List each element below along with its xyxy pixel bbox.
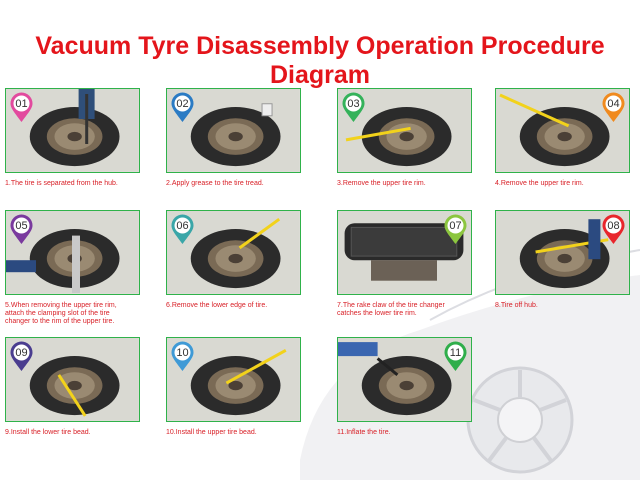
step-09: 09 9.Install the lower tire bead. — [5, 337, 140, 457]
step-number: 08 — [607, 220, 620, 232]
step-01: 01 1.The tire is separated from the hub. — [5, 88, 140, 208]
step-06: 06 6.Remove the lower edge of tire. — [166, 210, 301, 330]
step-caption: 6.Remove the lower edge of tire. — [166, 302, 268, 309]
step-number: 07 — [449, 220, 462, 232]
step-number: 05 — [15, 220, 28, 232]
step-number: 03 — [347, 98, 360, 110]
step-07: 07 7.The rake claw of the tire changer ca… — [337, 210, 472, 330]
step-03: 03 3.Remove the upper tire rim. — [337, 88, 472, 208]
step-caption: 1.The tire is separated from the hub. — [5, 180, 118, 187]
step-10: 10 10.Install the upper tire bead. — [166, 337, 301, 457]
step-caption: 7.The rake claw of the tire changer catc… — [337, 302, 445, 317]
step-photo — [166, 210, 301, 295]
step-number: 02 — [176, 98, 189, 110]
step-number-marker-icon: 04 — [601, 92, 626, 123]
step-caption: 2.Apply grease to the tire tread. — [166, 180, 264, 187]
step-caption: 4.Remove the upper tire rim. — [495, 180, 584, 187]
step-number-marker-icon: 11 — [443, 341, 468, 372]
step-caption: 5.When removing the upper tire rim, atta… — [5, 302, 117, 325]
step-number: 09 — [15, 347, 28, 359]
step-11: 11 11.Inflate the tire. — [337, 337, 472, 457]
step-number: 04 — [607, 98, 620, 110]
step-number-marker-icon: 07 — [443, 214, 468, 245]
step-number: 01 — [15, 98, 28, 110]
step-number: 10 — [176, 347, 189, 359]
step-caption: 11.Inflate the tire. — [337, 429, 391, 436]
step-04: 04 4.Remove the upper tire rim. — [495, 88, 630, 208]
step-number-marker-icon: 10 — [170, 341, 195, 372]
step-caption: 10.Install the upper tire bead. — [166, 429, 257, 436]
step-number-marker-icon: 09 — [9, 341, 34, 372]
step-number: 11 — [449, 347, 462, 359]
step-number-marker-icon: 06 — [170, 214, 195, 245]
step-number-marker-icon: 05 — [9, 214, 34, 245]
step-number-marker-icon: 01 — [9, 92, 34, 123]
step-05: 05 5.When removing the upper tire rim, at… — [5, 210, 140, 330]
step-number-marker-icon: 08 — [601, 214, 626, 245]
step-photo — [337, 210, 472, 295]
step-02: 02 2.Apply grease to the tire tread. — [166, 88, 301, 208]
step-number-marker-icon: 03 — [341, 92, 366, 123]
step-08: 08 8.Tire off hub. — [495, 210, 630, 330]
page-title: Vacuum Tyre Disassembly Operation Proced… — [35, 32, 605, 89]
step-photo — [166, 337, 301, 422]
step-caption: 9.Install the lower tire bead. — [5, 429, 91, 436]
step-caption: 8.Tire off hub. — [495, 302, 538, 309]
step-number: 06 — [176, 220, 189, 232]
step-caption: 3.Remove the upper tire rim. — [337, 180, 426, 187]
step-photo — [337, 337, 472, 422]
step-number-marker-icon: 02 — [170, 92, 195, 123]
